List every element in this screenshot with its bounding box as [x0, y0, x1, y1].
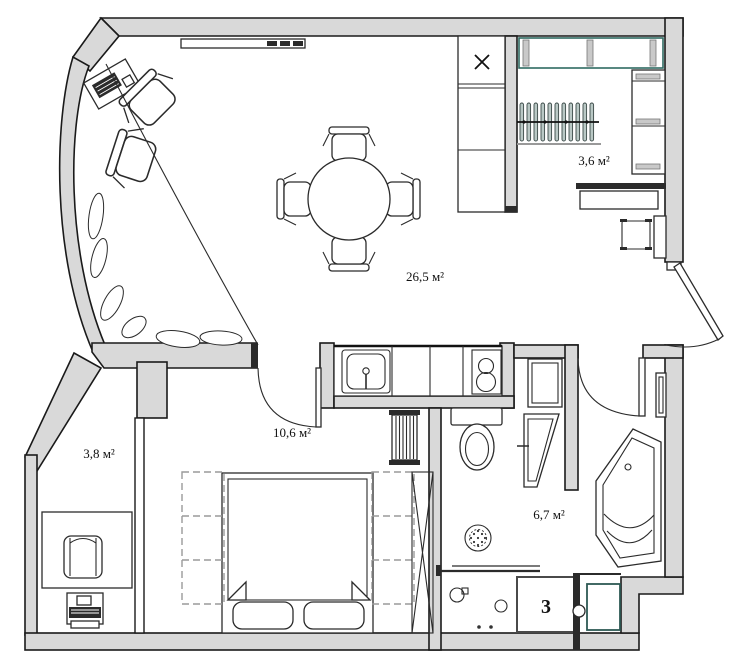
- closet-partition-bar: [576, 183, 666, 189]
- appliance-box-3: 3: [516, 576, 576, 633]
- dining-table: [307, 157, 391, 241]
- entry-door: [665, 262, 724, 348]
- pillow: [303, 601, 365, 630]
- closet: [517, 37, 666, 175]
- interior-walls: [134, 35, 684, 651]
- basin: [494, 599, 508, 613]
- exterior-walls: [24, 16, 684, 651]
- dining-chair: [322, 126, 376, 162]
- dining-set: [276, 126, 421, 272]
- bedroom-tall-wardrobe: [411, 471, 434, 634]
- study-desk: [41, 511, 133, 589]
- kitchen-sink: [341, 349, 391, 394]
- closet-area-label: 3,6 м²: [578, 153, 610, 168]
- washing-machine: [586, 583, 621, 631]
- kitchen-counter: [333, 344, 503, 397]
- bed: [221, 472, 374, 634]
- dining-chair: [322, 236, 376, 272]
- appliance-number: 3: [541, 596, 551, 618]
- bedroom-overhead-cabinet: [181, 471, 225, 605]
- kitchen-tall-cabinets: [457, 35, 506, 213]
- vanity-area: [436, 565, 540, 629]
- study-area-label: 3,8 м²: [83, 446, 115, 461]
- towel-rail: [655, 372, 667, 418]
- closet-shelving-unit: [631, 69, 666, 175]
- hall-console: [579, 190, 667, 259]
- drain-icon: [464, 524, 492, 552]
- desk-with-computer: [82, 58, 142, 110]
- bedroom-door: [257, 367, 322, 428]
- dining-chair: [276, 172, 312, 226]
- bathroom-area-label: 6,7 м²: [533, 507, 565, 522]
- toilet: [450, 407, 503, 471]
- study-armchair: [63, 535, 103, 579]
- lounge-chair: [102, 120, 162, 195]
- clothes-rail: [517, 102, 601, 145]
- hall-side-panel: [653, 215, 667, 259]
- study-keyboard-unit: [66, 592, 104, 629]
- x-marker-icon: [474, 54, 490, 70]
- tv-console: [180, 38, 306, 49]
- utility-niche: [572, 573, 621, 650]
- bathroom-door: [577, 357, 646, 417]
- bedroom-radiator: [389, 410, 420, 465]
- living-area-label: 26,5 м²: [406, 269, 444, 284]
- bedroom-area-label: 10,6 м²: [273, 425, 311, 440]
- cooktop-burners-icon: [471, 349, 502, 395]
- bedroom-overhead-cabinet: [371, 471, 415, 605]
- basin: [449, 587, 465, 603]
- bathroom-cabinet: [517, 358, 563, 488]
- bathtub: [595, 428, 662, 568]
- dining-chair: [385, 172, 421, 226]
- curved-sofa: [87, 63, 259, 348]
- hall-stool: [621, 220, 651, 250]
- pillow: [232, 601, 294, 630]
